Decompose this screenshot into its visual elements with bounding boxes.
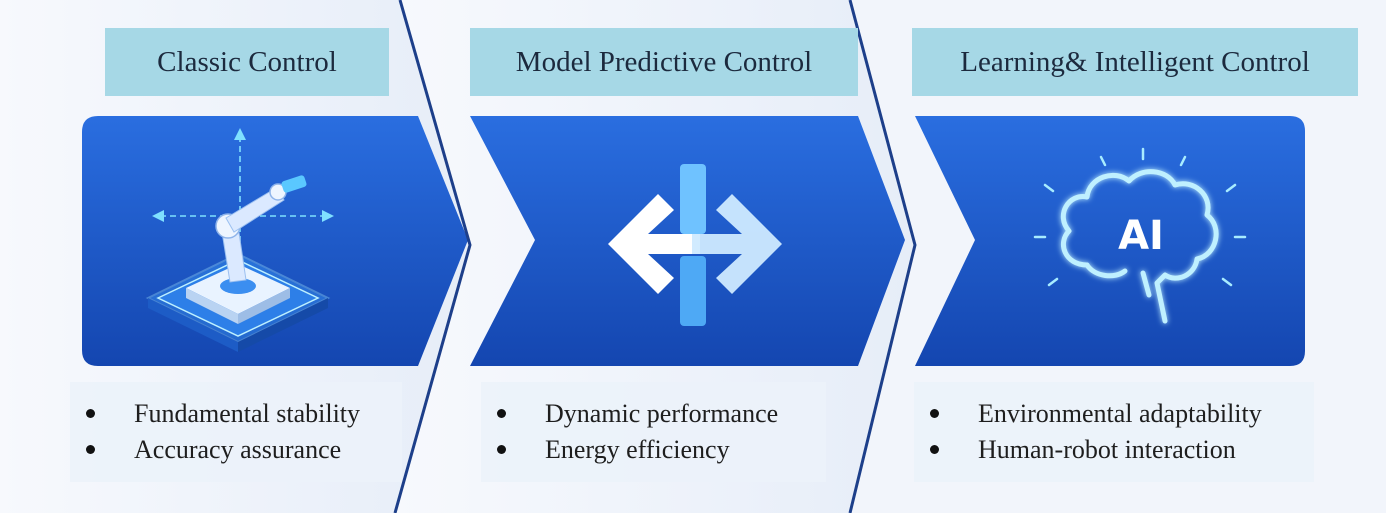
bullet-text: Dynamic performance: [545, 399, 779, 428]
bullet-text: Human-robot interaction: [978, 435, 1236, 464]
bullet-dot-icon: [930, 409, 939, 418]
chevron-line-1: [393, 0, 472, 513]
stage-title-learning-intelligent-control: Learning& Intelligent Control: [912, 28, 1358, 96]
stage-bullets-classic-control: Fundamental stability Accuracy assurance: [70, 382, 402, 482]
stage-bullets-learning-intelligent-control: Environmental adaptability Human-robot i…: [914, 382, 1314, 482]
bidirectional-arrows-icon: [608, 164, 782, 326]
bullet-dot-icon: [497, 409, 506, 418]
stage-bullets-model-predictive-control: Dynamic performance Energy efficiency: [481, 382, 826, 482]
bullet-text: Fundamental stability: [134, 399, 361, 428]
bullet-text: Environmental adaptability: [978, 399, 1262, 428]
ai-brain-icon: AI: [1033, 147, 1247, 324]
bullet-text: Energy efficiency: [545, 435, 730, 464]
bullet-item: Accuracy assurance: [70, 432, 402, 468]
stage-banner-3: [915, 116, 1305, 366]
chevron-line-2: [848, 0, 917, 513]
ai-brain-label: AI: [1118, 213, 1164, 259]
bullet-item: Fundamental stability: [70, 396, 402, 432]
bullet-item: Human-robot interaction: [914, 432, 1314, 468]
bullet-dot-icon: [86, 409, 95, 418]
bullet-item: Energy efficiency: [481, 432, 826, 468]
bullet-text: Accuracy assurance: [134, 435, 342, 464]
robot-arm-icon: [145, 128, 334, 352]
bullet-dot-icon: [86, 445, 95, 454]
bullet-dot-icon: [497, 445, 506, 454]
stage-title-model-predictive-control: Model Predictive Control: [470, 28, 858, 96]
bullet-dot-icon: [930, 445, 939, 454]
bullet-item: Dynamic performance: [481, 396, 826, 432]
bullet-item: Environmental adaptability: [914, 396, 1314, 432]
stage-title-classic-control: Classic Control: [105, 28, 389, 96]
